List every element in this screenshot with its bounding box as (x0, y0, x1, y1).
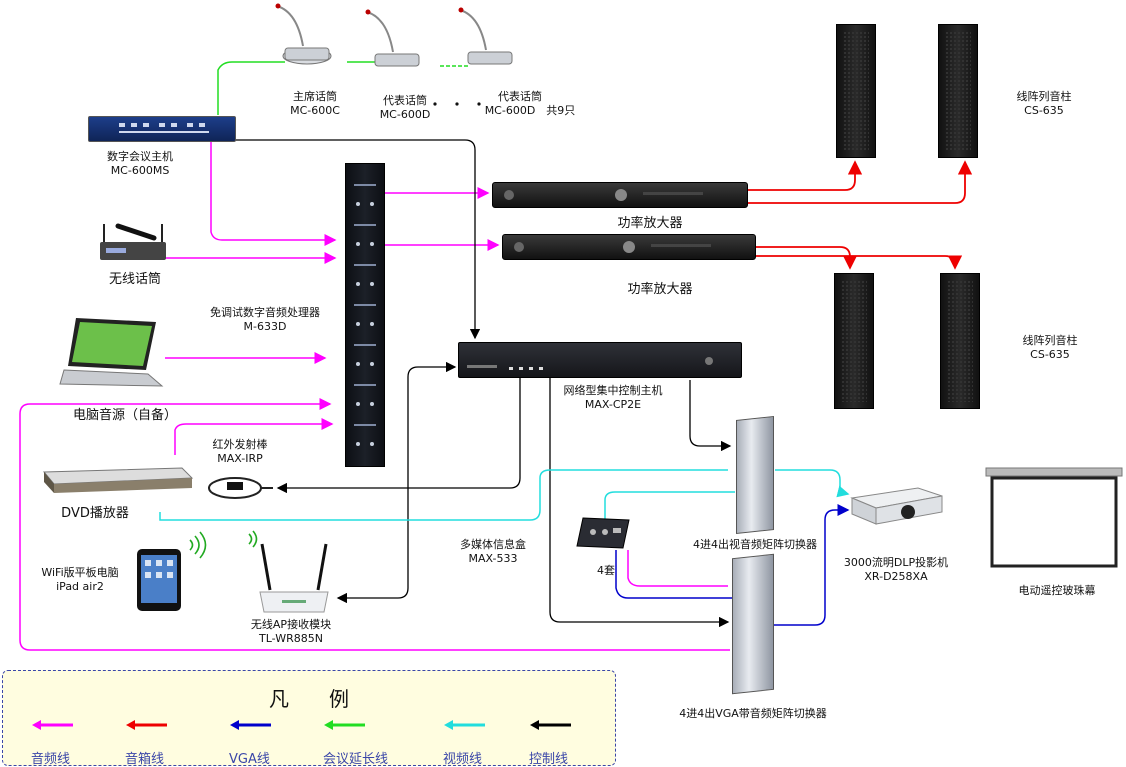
legend-item: 视频线 (443, 717, 533, 767)
projection-screen-label: 电动遥控玻珠幕 (1018, 584, 1096, 597)
legend-item-label: VGA线 (229, 752, 270, 767)
rep-mic-2-icon (458, 6, 518, 76)
control-host-icon (458, 342, 742, 378)
vga-lines (615, 504, 850, 626)
wireless-mic-icon (98, 220, 170, 264)
vga-matrix-label: 4进4出VGA带音频矩阵切换器 (679, 707, 827, 720)
legend-swatch (444, 720, 485, 730)
legend-item-label: 会议延长线 (323, 752, 389, 767)
amplifier-2-icon (502, 234, 756, 260)
chair-mic-icon (275, 2, 335, 72)
legend-item: 控制线 (529, 717, 619, 767)
projector-icon (848, 484, 944, 528)
speaker-bottom-right-icon (940, 273, 980, 409)
legend-item-label: 音频线 (31, 752, 71, 767)
av-matrix-icon (736, 416, 774, 534)
laptop-icon (58, 316, 164, 390)
dvd-player-label: DVD播放器 (61, 506, 129, 521)
legend-item-label: 音箱线 (125, 752, 165, 767)
legend-item: 音频线 (31, 717, 121, 767)
speaker-lines (747, 160, 973, 270)
laptop-label: 电脑音源（自备） (72, 408, 177, 423)
amplifier-1-icon (492, 182, 748, 208)
legend-swatch (324, 720, 365, 730)
control-lines (218, 139, 732, 628)
vga-matrix-icon (732, 553, 774, 695)
rep-mic-1-icon (365, 8, 425, 78)
legend-item: 会议延长线 (323, 717, 413, 767)
amplifier-2-label: 功率放大器 (627, 282, 693, 297)
speaker-bottom-left-icon (834, 273, 874, 409)
audio-lines (19, 142, 730, 651)
legend-item-label: 控制线 (529, 752, 569, 767)
conference-host-icon (88, 116, 236, 142)
wireless-ap-icon (258, 540, 330, 616)
legend-item-label: 视频线 (443, 752, 483, 767)
legend-swatch (530, 720, 571, 730)
legend-swatch (32, 720, 73, 730)
audio-processor-icon (345, 163, 385, 467)
speaker-top-right-icon (938, 24, 978, 158)
wifi-waves (189, 530, 258, 559)
legend-item: VGA线 (229, 717, 319, 767)
wireless-mic-label: 无线话筒 (108, 272, 161, 287)
legend-swatch (230, 720, 271, 730)
legend-title: 凡 例 (269, 687, 349, 711)
legend-swatch (126, 720, 167, 730)
conference-lines (217, 61, 470, 115)
projection-screen-icon (984, 466, 1124, 570)
speaker-top-left-icon (836, 24, 876, 158)
ellipsis-dots (433, 102, 481, 106)
legend-item: 音箱线 (125, 717, 215, 767)
ir-emitter-icon (205, 474, 275, 504)
av-matrix-label: 4进4出视音频矩阵切换器 (693, 538, 817, 551)
legend-box: 凡 例 音频线 音箱线 VGA线 会议延长线 视频线 控制线 (2, 670, 619, 767)
tablet-icon (136, 548, 182, 612)
dvd-player-icon (42, 466, 194, 494)
media-box-icon (575, 516, 631, 550)
amplifier-1-label: 功率放大器 (617, 216, 683, 231)
video-lines (159, 469, 850, 521)
four-sets-label: 4套 (597, 564, 615, 577)
